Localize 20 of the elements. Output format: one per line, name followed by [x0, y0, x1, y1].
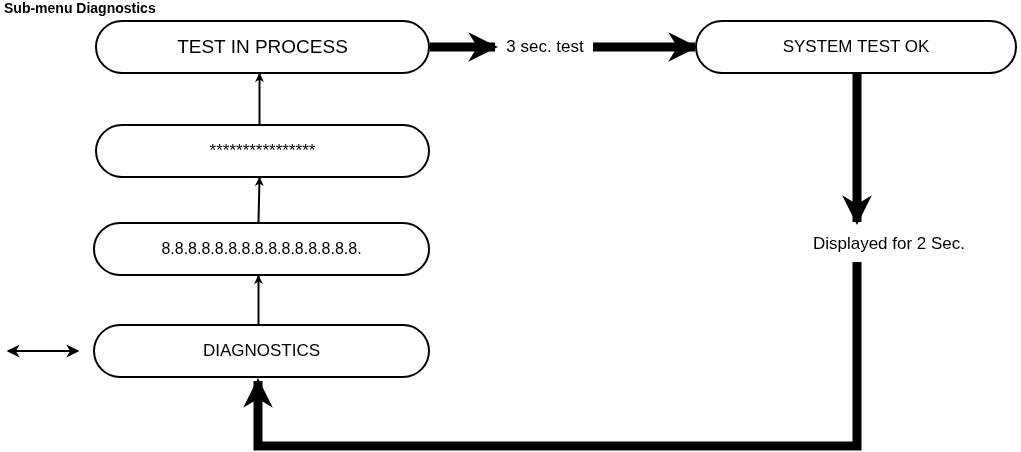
node-label: Displayed for 2 Sec.: [812, 234, 966, 254]
node-label: 8.8.8.8.8.8.8.8.8.8.8.8.8.8.8.: [161, 240, 362, 258]
rounded-process-box: [95, 20, 430, 74]
node-label: SYSTEM TEST OK: [782, 37, 930, 57]
arrow: [6, 344, 80, 358]
arrow: [243, 262, 862, 451]
node-label: TEST IN PROCESS: [177, 36, 348, 58]
node-label: DIAGNOSTICS: [202, 341, 321, 361]
node-label: 3 sec. test: [506, 37, 584, 57]
diagram-title: Sub-menu Diagnostics: [4, 0, 156, 16]
arrow: [430, 32, 498, 62]
arrow: [254, 275, 263, 325]
rounded-process-box: [95, 124, 430, 178]
rounded-process-box: [93, 222, 430, 276]
arrow: [842, 74, 872, 225]
rounded-process-box: [93, 324, 430, 378]
rounded-process-box: [695, 20, 1017, 74]
arrow: [254, 177, 264, 223]
node-label: ****************: [209, 141, 316, 161]
arrow: [255, 73, 264, 125]
